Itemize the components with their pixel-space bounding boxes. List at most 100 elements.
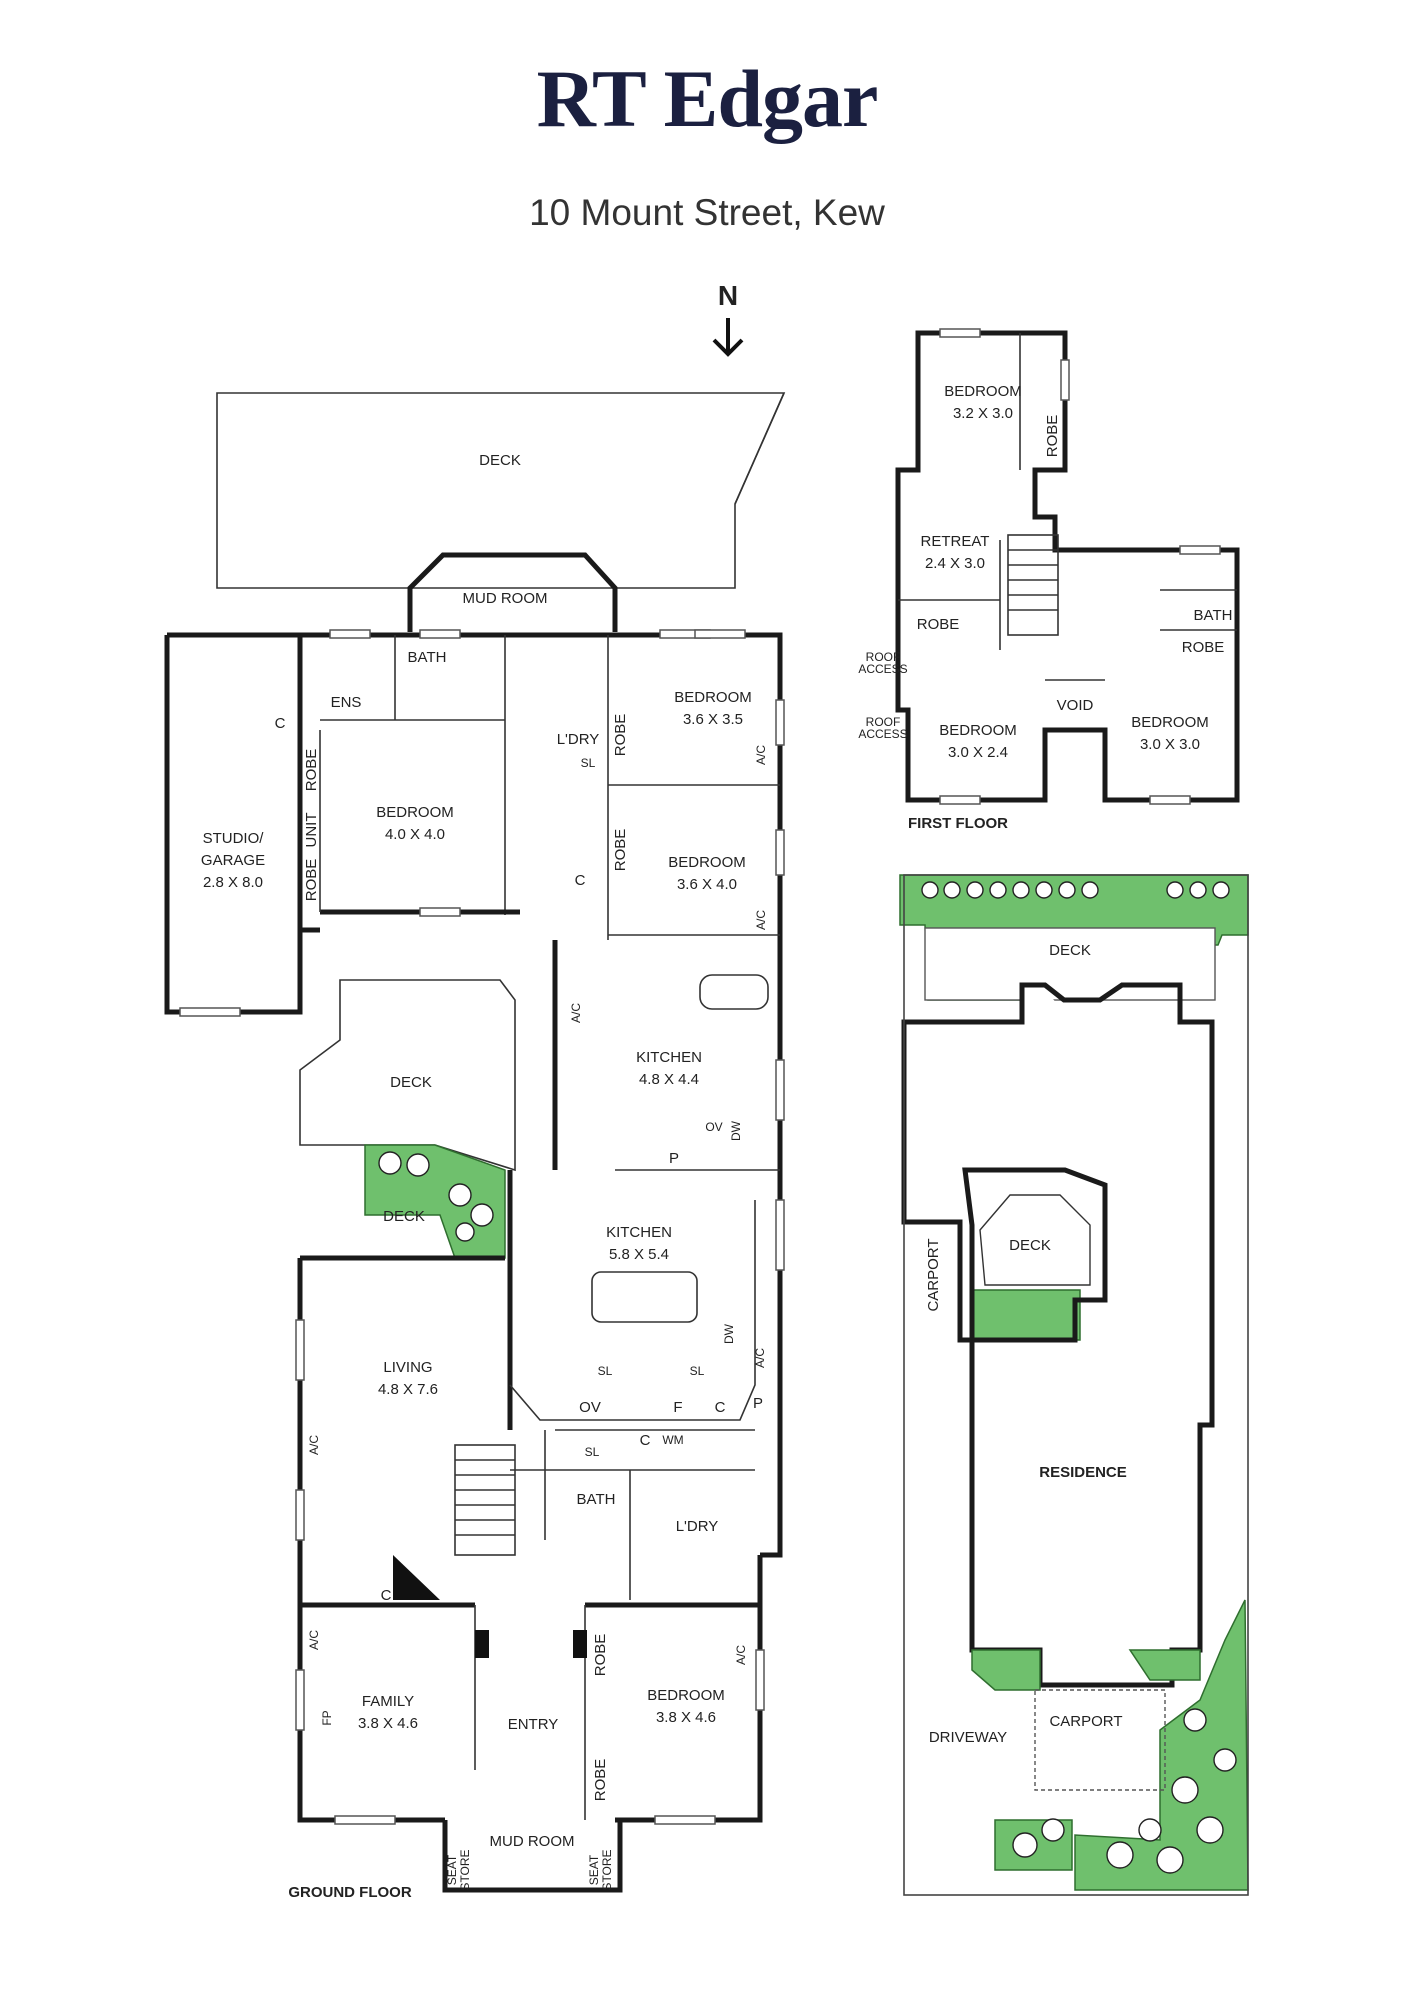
ff-robe-label-1: ROBE [1044,415,1061,458]
family-dim: 3.8 X 4.6 [358,1715,418,1732]
dw-label-1: DW [729,1120,743,1141]
ac-label-3: A/C [569,1003,583,1023]
robe-label-6: ROBE [592,1759,609,1802]
first-floor-plan [895,328,1240,805]
ff-bedroom-a-name: BEDROOM [944,383,1022,400]
deck-small-label: DECK [383,1208,425,1225]
ff-bedroom-c-dim: 3.0 X 3.0 [1140,736,1200,753]
studio-name-2: GARAGE [201,852,265,869]
robe-label-2: ROBE [303,859,320,902]
c-label-stair: C [381,1587,392,1604]
sl-label-2: SL [598,1364,613,1378]
brand-logo: RT Edgar [536,53,879,144]
sl-label-4: SL [585,1445,600,1459]
site-carport-front-label: CARPORT [1049,1713,1122,1730]
site-plan-labels: DECK DECK CARPORT RESIDENCE DRIVEWAY CAR… [925,942,1127,1746]
ac-label-2: A/C [754,910,768,930]
north-label: N [718,280,738,311]
sl-label-3: SL [690,1364,705,1378]
studio-name-1: STUDIO/ [203,830,265,847]
ff-bedroom-c-name: BEDROOM [1131,714,1209,731]
bedroom-4-dim: 3.8 X 4.6 [656,1709,716,1726]
ff-bedroom-a-dim: 3.2 X 3.0 [953,405,1013,422]
robe-label-1: ROBE [303,749,320,792]
seat-store-1a: SEAT [445,1854,459,1885]
property-address: 10 Mount Street, Kew [529,192,885,233]
site-carport-side-label: CARPORT [925,1238,942,1311]
p-label-1: P [669,1150,679,1167]
site-residence-label: RESIDENCE [1039,1464,1127,1481]
fp-label: FP [320,1710,334,1725]
studio-dim: 2.8 X 8.0 [203,874,263,891]
mud-room-front-label: MUD ROOM [490,1833,575,1850]
c-label-kitchen: C [715,1399,726,1416]
ff-void-label: VOID [1057,697,1094,714]
robe-label-4: ROBE [612,829,629,872]
seat-store-2b: STORE [600,1849,614,1890]
bedroom-3-name: BEDROOM [668,854,746,871]
living-name: LIVING [383,1359,432,1376]
north-arrow-icon: N [712,280,744,357]
ff-robe-label-2: ROBE [917,616,960,633]
site-deck-mid-label: DECK [1009,1237,1051,1254]
sl-label-1: SL [581,756,596,770]
seat-store-2a: SEAT [587,1854,601,1885]
ac-label-5: A/C [307,1435,321,1455]
bath-upper-label: BATH [408,649,447,666]
ff-roof-access-2a: ROOF [866,715,901,729]
laundry-lower-label: L'DRY [676,1518,719,1535]
ac-label-7: A/C [734,1645,748,1665]
wm-label: WM [662,1433,683,1447]
mud-room-rear-label: MUD ROOM [463,590,548,607]
first-floor-title: FIRST FLOOR [908,815,1008,832]
bedroom-1-name: BEDROOM [674,689,752,706]
site-deck-top-label: DECK [1049,942,1091,959]
bedroom-2-dim: 4.0 X 4.0 [385,826,445,843]
ensuite-label: ENS [331,694,362,711]
deck-rear-label: DECK [479,452,521,469]
ov-label-2: OV [579,1399,601,1416]
ff-bedroom-b-name: BEDROOM [939,722,1017,739]
ground-floor-plan [164,392,786,1893]
c-label-lower: C [640,1432,651,1449]
ff-bedroom-b-dim: 3.0 X 2.4 [948,744,1008,761]
ff-roof-access-1a: ROOF [866,650,901,664]
robe-label-3: ROBE [612,714,629,757]
unit-label: UNIT [303,813,320,848]
c-cupboard-label-2: C [575,872,586,889]
ac-label-1: A/C [754,745,768,765]
first-floor-labels: BEDROOM 3.2 X 3.0 ROBE RETREAT 2.4 X 3.0… [858,383,1232,832]
kitchen-2-name: KITCHEN [606,1224,672,1241]
kitchen-1-name: KITCHEN [636,1049,702,1066]
bedroom-4-name: BEDROOM [647,1687,725,1704]
f-label: F [673,1399,682,1416]
deck-mid-label: DECK [390,1074,432,1091]
ground-floor-labels: DECK MUD ROOM BATH ENS L'DRY C C ROBE UN… [201,452,768,1901]
c-cupboard-label: C [275,715,286,732]
living-dim: 4.8 X 7.6 [378,1381,438,1398]
kitchen-2-dim: 5.8 X 5.4 [609,1246,669,1263]
dw-label-2: DW [722,1323,736,1344]
ff-roof-access-2b: ACCESS [858,727,907,741]
ff-bath-label: BATH [1194,607,1233,624]
family-name: FAMILY [362,1693,414,1710]
ff-retreat-dim: 2.4 X 3.0 [925,555,985,572]
ff-robe-label-3: ROBE [1182,639,1225,656]
site-plan [899,874,1249,1896]
ff-roof-access-1b: ACCESS [858,662,907,676]
ff-retreat-name: RETREAT [921,533,990,550]
ac-label-6: A/C [307,1630,321,1650]
ov-label-1: OV [705,1120,722,1134]
site-driveway-label: DRIVEWAY [929,1729,1007,1746]
bedroom-1-dim: 3.6 X 3.5 [683,711,743,728]
robe-label-5: ROBE [592,1634,609,1677]
bedroom-3-dim: 3.6 X 4.0 [677,876,737,893]
p-label-2: P [753,1395,763,1412]
ground-floor-title: GROUND FLOOR [288,1884,411,1901]
seat-store-1b: STORE [458,1849,472,1890]
bedroom-2-name: BEDROOM [376,804,454,821]
bath-lower-label: BATH [577,1491,616,1508]
kitchen-1-dim: 4.8 X 4.4 [639,1071,699,1088]
laundry-upper-label: L'DRY [557,731,600,748]
